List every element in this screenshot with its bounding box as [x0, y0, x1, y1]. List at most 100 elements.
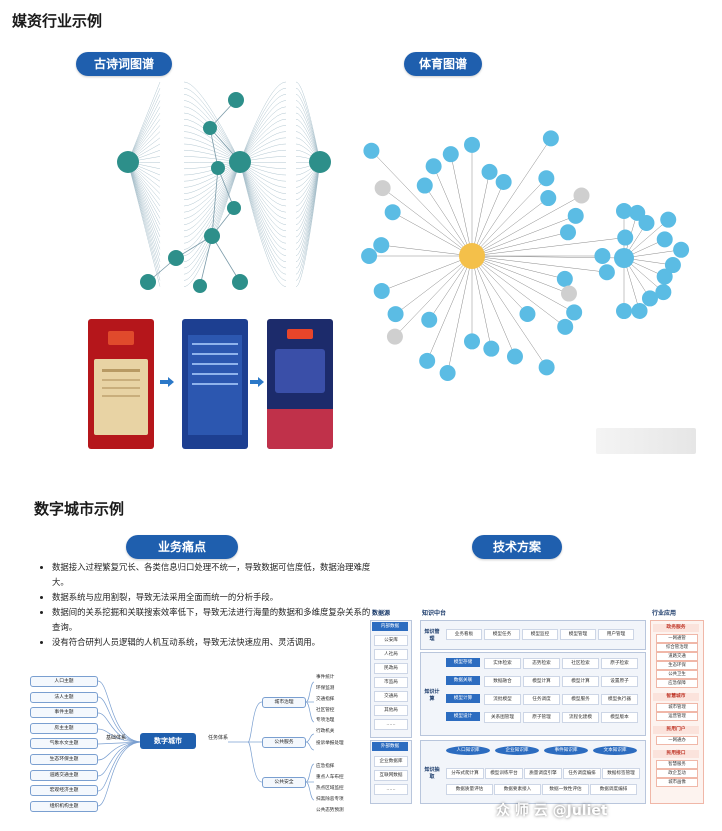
pain-point-item: 数据间的关系挖掘和关联搜索效率低下，导致无法进行海量的数据和多维度复杂关系的查询… [52, 605, 372, 635]
mindmap-leaf: 专项治理 [316, 718, 335, 723]
extract-cell: 分布式爬计算 [446, 768, 484, 779]
arch-col1-title: 数据源 [372, 610, 391, 617]
compute-cell: 模型服务 [562, 694, 599, 705]
compute-row-label: 模型存储 [446, 658, 480, 667]
mindmap-topic: 生态环保主题 [30, 754, 98, 765]
knowledge-compute-label: 知识计算 [424, 689, 440, 702]
pain-points-pill: 业务痛点 [126, 535, 238, 559]
mindmap-leaf: 应急指挥 [316, 764, 335, 769]
internal-data-item: 市监局 [374, 677, 408, 688]
compute-cell: 数据融合 [484, 676, 521, 687]
sports-knowledge-graph [361, 130, 690, 381]
extract-cell: 模型训练平台 [485, 768, 523, 779]
extract-cell: 任务调度编排 [563, 768, 601, 779]
poetry-knowledge-graph [117, 81, 331, 293]
app-item: 城市管理 [656, 703, 698, 712]
sports-graph-pill: 体育图谱 [404, 52, 482, 76]
external-data-item: 企业数据库 [374, 756, 408, 767]
knowledge-mgmt-item: 用户管理 [598, 629, 634, 640]
external-data-title: 外部数据 [372, 742, 408, 751]
app-group-title: 民用门户 [653, 726, 699, 734]
knowledge-mgmt-label: 知识管理 [424, 629, 440, 642]
mindmap-leaf: 公共态势预测 [316, 808, 344, 813]
app-item: 道路交通 [656, 652, 698, 661]
media-section-title: 媒资行业示例 [12, 12, 103, 30]
internal-data-item: 交通局 [374, 691, 408, 702]
mindmap-branch: 公共安全 [262, 777, 306, 788]
mindmap-topic: 房主主题 [30, 722, 98, 734]
city-mindmap-lines [97, 680, 315, 807]
poetry-graph-pill: 古诗词图谱 [76, 52, 172, 76]
pain-point-item: 数据接入过程繁复冗长、各类信息归口处理不统一，导致数据可信度低，数据治理难度大。 [52, 560, 372, 590]
app-group-title: 民用接口 [653, 750, 699, 758]
compute-cell: 原子管理 [523, 712, 560, 723]
app-item: 运营管理 [656, 712, 698, 721]
extract-cell: 数据标签管理 [602, 768, 640, 779]
city-section-title: 数字城市示例 [34, 500, 125, 518]
extract-knowledge-base: 事件知识库 [544, 746, 588, 755]
app-item: 综合管治理 [656, 643, 698, 652]
compute-cell: 原子检索 [601, 658, 638, 669]
mindmap-topic: 气象水文主题 [30, 738, 98, 750]
mindmap-leaf: 交通指挥 [316, 697, 335, 702]
compute-row-label: 模型设计 [446, 712, 480, 721]
app-item: 一网通管 [656, 634, 698, 643]
app-item: 政企互动 [656, 769, 698, 778]
phone-screen-3 [267, 319, 333, 449]
compute-cell: 任务调度 [523, 694, 560, 705]
knowledge-extract-label: 知识抽取 [424, 767, 440, 780]
knowledge-mgmt-item: 模型管理 [560, 629, 596, 640]
compute-row-label: 模型计算 [446, 694, 480, 703]
mindmap-leaf: 社区管控 [316, 708, 335, 713]
compute-cell: 模型计算 [523, 676, 560, 687]
compute-cell: 模型版本 [601, 712, 638, 723]
mindmap-leaf: 行政机关 [316, 729, 335, 734]
mindmap-topic: 组织机构主题 [30, 800, 98, 812]
external-data-item: 互联网数据 [374, 770, 408, 781]
mindmap-right-link: 任务体系 [208, 735, 229, 741]
mindmap-branch: 城市治理 [262, 697, 306, 708]
mindmap-leaf: 重点人车布控 [316, 775, 344, 780]
compute-cell: 态势检索 [523, 658, 560, 669]
mindmap-topic: 宏观经济主题 [30, 785, 98, 797]
pain-point-item: 没有符合研判人员逻辑的人机互动系统，导致无法快速应用、灵活调用。 [52, 635, 372, 650]
app-item: 生态环保 [656, 661, 698, 670]
compute-cell: 模型执行器 [601, 694, 638, 705]
app-item: 城市画像 [656, 778, 698, 787]
app-item: 智慧服务 [656, 760, 698, 769]
mindmap-leaf: 扫黑除恶专项 [316, 797, 344, 802]
extract-knowledge-base: 文本知识库 [593, 746, 637, 755]
mindmap-leaf: 投诉举报处理 [316, 741, 344, 746]
compute-cell: 设置原子 [601, 676, 638, 687]
knowledge-mgmt-item: 模型监控 [522, 629, 558, 640]
internal-data-item: 民政局 [374, 663, 408, 674]
mindmap-topic: 道路交通主题 [30, 769, 98, 781]
compute-cell: 实体检索 [484, 658, 521, 669]
app-item: 应急保障 [656, 679, 698, 688]
extract-cell: 数据调度编排 [590, 784, 637, 795]
mindmap-center-node: 数字城市 [140, 733, 196, 749]
extract-cell: 数据要素接入 [494, 784, 541, 795]
mindmap-branch: 公共服务 [262, 737, 306, 748]
arch-col3-title: 行业应用 [652, 610, 677, 617]
compute-cell: 社区检索 [562, 658, 599, 669]
extract-knowledge-base: 企业知识库 [495, 746, 539, 755]
mindmap-topic: 人口主题 [30, 676, 98, 687]
extract-cell: 数据一致性评估 [542, 784, 589, 795]
compute-cell: 模型计算 [562, 676, 599, 687]
phone-screen-1 [88, 319, 154, 449]
internal-data-item: 公安库 [374, 635, 408, 646]
internal-data-item: 人社局 [374, 649, 408, 660]
internal-data-item: …… [374, 719, 408, 730]
knowledge-mgmt-item: 模型任务 [484, 629, 520, 640]
tech-plan-pill: 技术方案 [472, 535, 562, 559]
watermark-text: 众 师 云 @Juliet [496, 803, 608, 819]
mindmap-leaf: 环保监测 [316, 686, 335, 691]
pain-points-list: 数据接入过程繁复冗长、各类信息归口处理不统一，导致数据可信度低，数据治理难度大。… [34, 560, 372, 650]
app-group-title: 智慧城市 [653, 693, 699, 701]
mindmap-leaf: 热点区域监控 [316, 786, 344, 791]
compute-cell: 流批模型 [484, 694, 521, 705]
extract-cell: 质量调度引擎 [524, 768, 562, 779]
internal-data-title: 内部数据 [372, 622, 408, 631]
arch-col2-title: 知识中台 [422, 610, 447, 617]
